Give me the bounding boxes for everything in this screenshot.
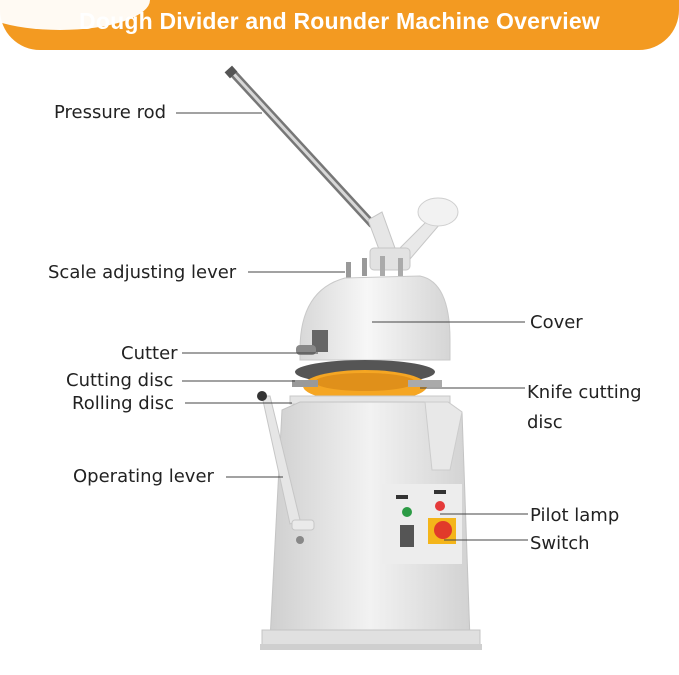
label-pressure-rod: Pressure rod [54,102,167,123]
control-panel [382,484,462,564]
label-cover: Cover [530,312,583,333]
label-cutting-disc: Cutting disc [66,370,174,391]
label-operating-lever: Operating lever [73,466,214,487]
operating-lever [257,391,315,544]
label-knife-cutting-disc-line1: Knife cutting [527,382,642,403]
label-scale-adjusting-lever: Scale adjusting lever [48,262,237,283]
pressure-rod [224,65,376,228]
cover [296,275,451,361]
label-rolling-disc: Rolling disc [72,393,174,414]
rocker-switch [400,525,414,547]
machine-body [260,401,482,650]
green-lamp [402,507,412,517]
switch-icon [434,521,452,539]
leader-lines [176,112,528,541]
label-cutter: Cutter [121,343,178,364]
label-switch: Switch [530,533,590,554]
scale-adjusting-lever [346,256,403,278]
pilot-lamp-light [435,501,445,511]
page-title: Dough Divider and Rounder Machine Overvi… [79,8,600,34]
header-banner: Dough Divider and Rounder Machine Overvi… [0,0,679,50]
label-pilot-lamp: Pilot lamp [530,505,620,526]
disc-assembly [289,360,451,405]
label-knife-cutting-disc-line2: disc [527,412,563,433]
